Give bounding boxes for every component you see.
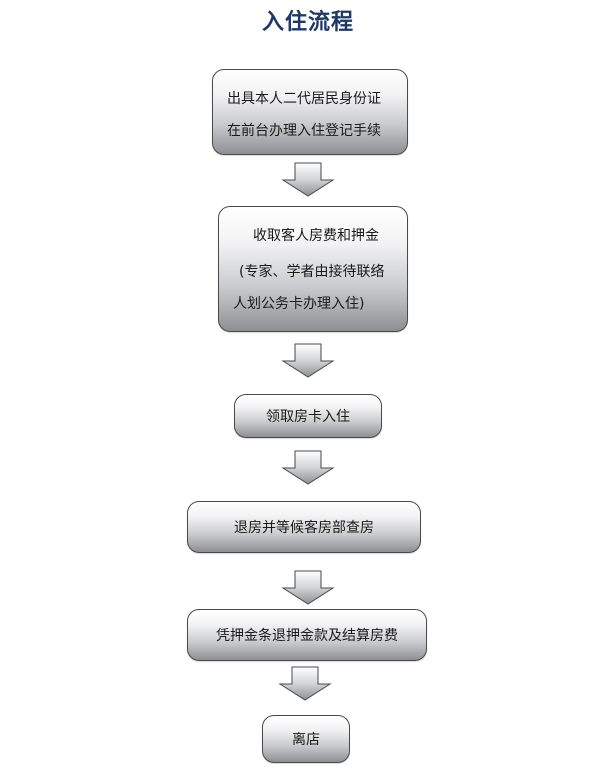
- down-arrow-2-icon: [281, 343, 335, 378]
- down-arrow-1-icon: [281, 162, 335, 197]
- step-1-line-2: 在前台办理入住登记手续: [227, 123, 381, 139]
- down-arrow-3-icon: [281, 450, 335, 485]
- step-4-box: 退房并等候客房部查房: [187, 501, 421, 553]
- step-1-line-1: 出具本人二代居民身份证: [227, 91, 381, 107]
- step-2-box: 收取客人房费和押金 (专家、学者由接待联络 人划公务卡办理入住): [218, 206, 408, 332]
- step-2-line-3: 人划公务卡办理入住): [233, 296, 365, 312]
- step-5-label: 凭押金条退押金款及结算房费: [216, 628, 398, 644]
- step-3-box: 领取房卡入住: [234, 394, 382, 438]
- step-6-label: 离店: [292, 732, 320, 748]
- step-4-label: 退房并等候客房部查房: [234, 520, 374, 536]
- step-2-line-2: (专家、学者由接待联络: [239, 264, 385, 280]
- step-2-line-1: 收取客人房费和押金: [253, 228, 379, 244]
- flowchart-title: 入住流程: [261, 10, 354, 35]
- down-arrow-5-icon: [278, 666, 332, 701]
- step-3-label: 领取房卡入住: [266, 409, 350, 425]
- step-1-box: 出具本人二代居民身份证 在前台办理入住登记手续: [212, 69, 408, 155]
- step-6-box: 离店: [262, 715, 350, 763]
- down-arrow-4-icon: [281, 570, 335, 605]
- step-5-box: 凭押金条退押金款及结算房费: [187, 609, 427, 661]
